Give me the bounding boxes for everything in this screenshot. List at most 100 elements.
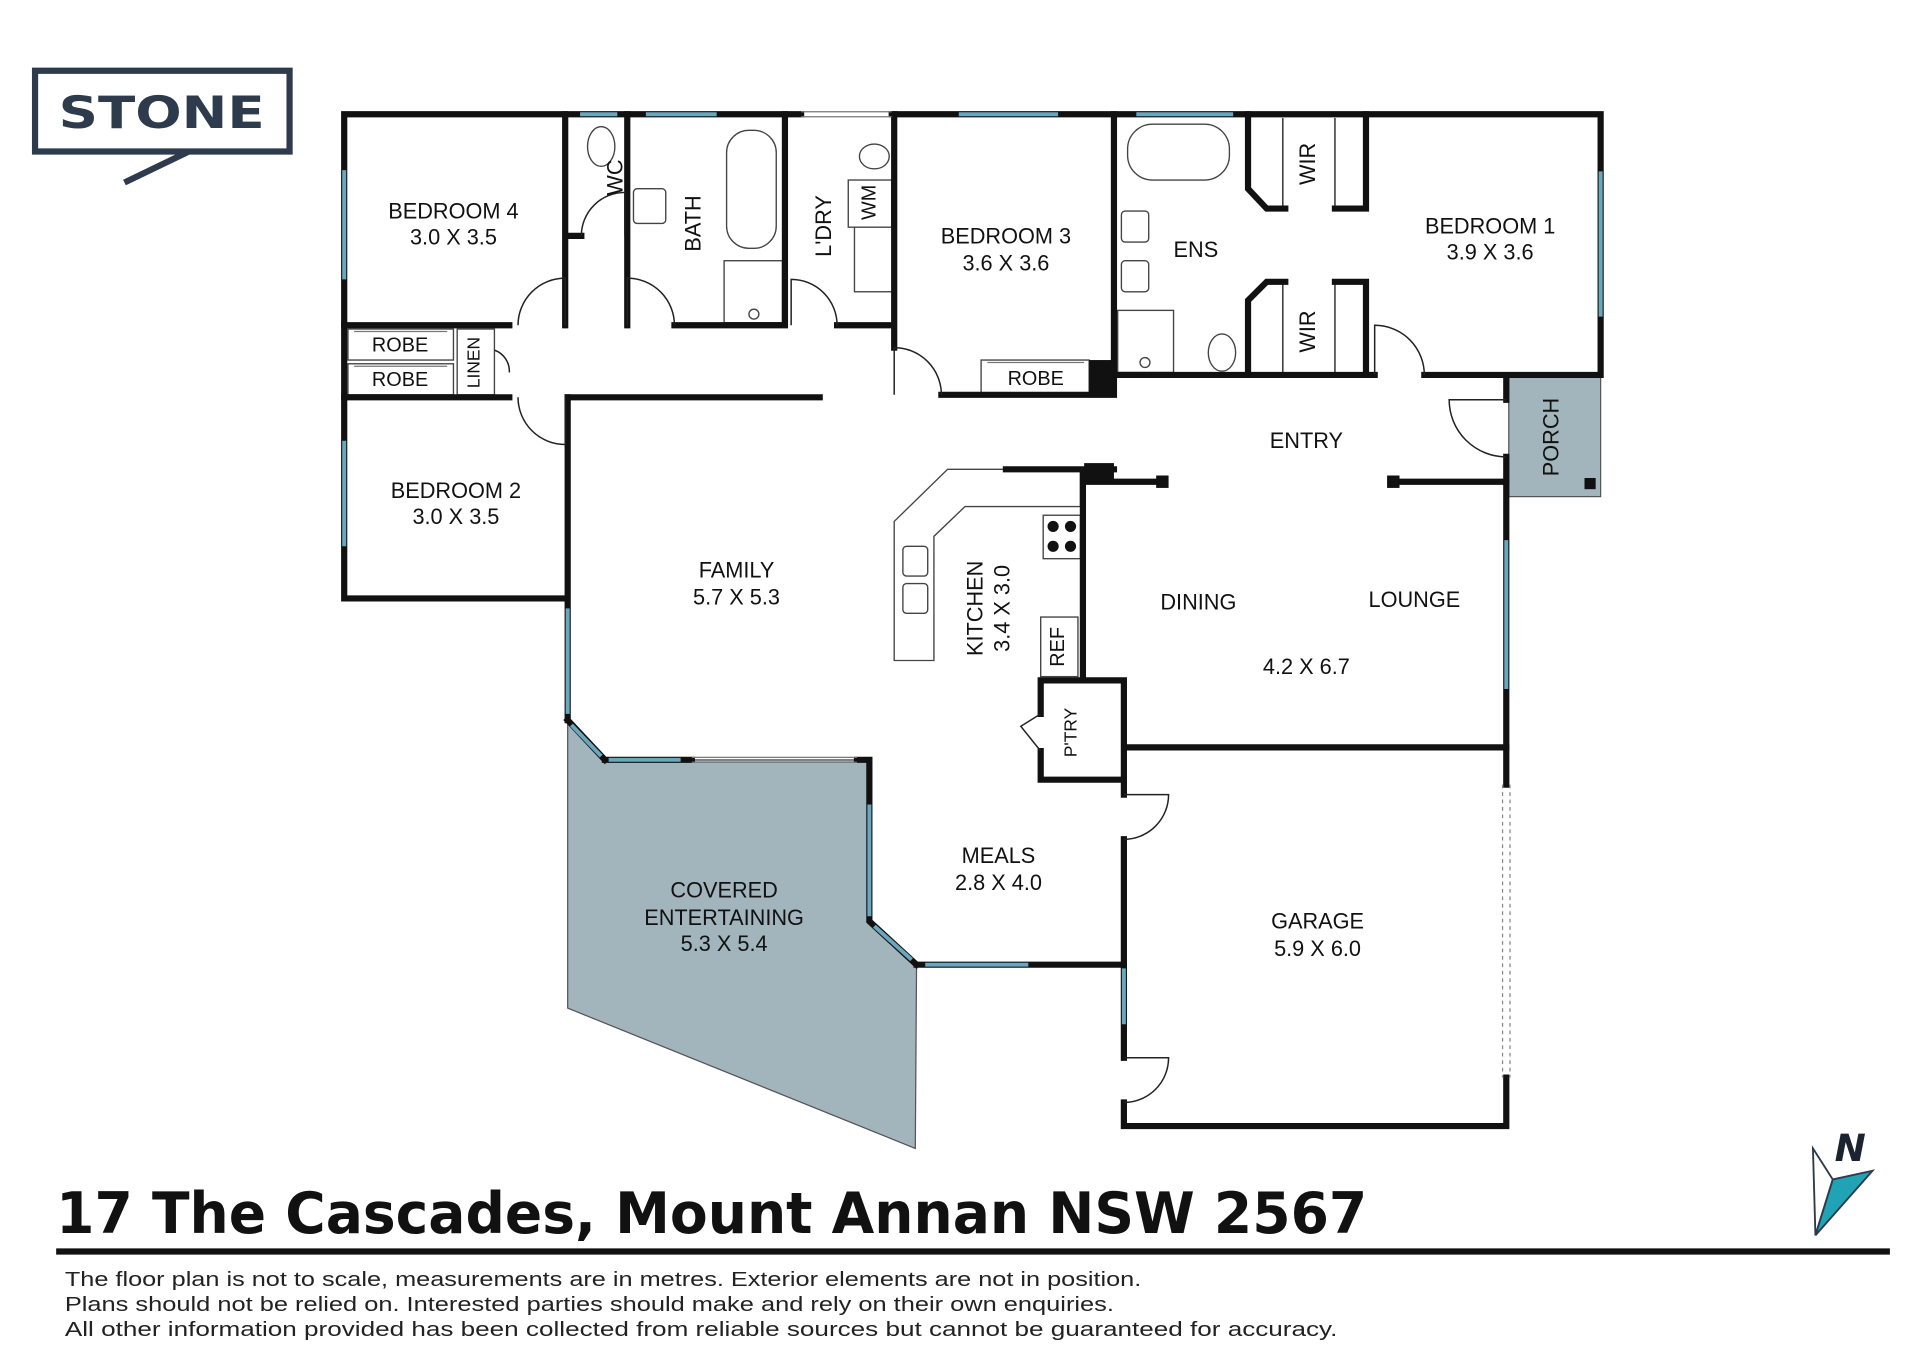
bath-shower-drain — [748, 308, 760, 320]
entry-post-left — [1156, 475, 1169, 488]
robe-label-bedroom-3: ROBE — [1008, 368, 1064, 390]
bedroom-4-size: 3.0 X 3.5 — [410, 225, 497, 250]
bedroom-3-door — [893, 346, 943, 395]
porch-post — [1584, 477, 1596, 490]
linen-label: LINEN — [463, 337, 483, 388]
robe-box-lower — [347, 363, 455, 396]
robe-end-block — [1089, 360, 1114, 395]
logo-text: STONE — [59, 87, 265, 139]
refrigerator-space — [1040, 616, 1079, 678]
kitchen-counter — [893, 468, 1082, 662]
bath-label: BATH — [681, 195, 706, 251]
lounge-label: LOUNGE — [1369, 587, 1461, 612]
door-swings — [494, 191, 1507, 1104]
fixtures — [347, 117, 1336, 678]
wc-toilet — [586, 125, 616, 168]
bedroom-3-label: BEDROOM 3 — [941, 223, 1071, 248]
robe-box-bedroom-3 — [980, 359, 1090, 396]
linen-box — [456, 328, 496, 396]
entry-post-right — [1387, 475, 1400, 488]
north-arrow-fill — [1814, 1169, 1876, 1236]
laundry-cupboard — [853, 226, 895, 293]
kitchen-size: 3.4 X 3.0 — [990, 565, 1015, 652]
meals-garage-door — [1123, 793, 1170, 841]
bedroom-3-size: 3.6 X 3.6 — [962, 251, 1049, 276]
bath-vanity — [632, 188, 667, 225]
robe-label-lower: ROBE — [372, 369, 428, 391]
garage-side-door — [1123, 1057, 1170, 1104]
cooktop-burner — [1047, 520, 1059, 532]
robe-box-upper — [347, 328, 455, 361]
bedroom-2-label: BEDROOM 2 — [391, 478, 521, 503]
windows — [342, 112, 1603, 1025]
cooktop-burner — [1064, 520, 1077, 532]
kitchen-label: KITCHEN — [962, 561, 987, 656]
laundry-sliding-door — [801, 111, 892, 118]
garage-size: 5.9 X 6.0 — [1274, 936, 1361, 961]
ensuite-label: ENS — [1174, 237, 1219, 262]
disclaimer-line-1: The floor plan is not to scale, measurem… — [65, 1269, 1141, 1291]
north-label: N — [1835, 1126, 1866, 1170]
kitchen-sink-1 — [902, 545, 929, 577]
wc-door — [580, 191, 626, 236]
north-arrow-icon: N — [1811, 1126, 1876, 1236]
dining-lounge-size: 4.2 X 6.7 — [1263, 654, 1350, 679]
laundry-door — [790, 278, 838, 326]
robe-label-upper: ROBE — [372, 334, 428, 356]
robe-sliding-doors — [354, 330, 1085, 367]
refrigerator-label: REF — [1047, 627, 1069, 667]
wir-upper-label: WIR — [1295, 143, 1320, 185]
ensuite-shower-drain — [1139, 356, 1151, 369]
ensuite-vanity-2 — [1120, 260, 1150, 293]
cooktop — [1042, 514, 1082, 560]
cooktop-burner — [1047, 540, 1059, 552]
porch-area — [1508, 376, 1602, 498]
bath-door — [626, 277, 676, 326]
entry-label: ENTRY — [1270, 428, 1344, 453]
room-labels: BEDROOM 4 3.0 X 3.5 BEDROOM 3 3.6 X 3.6 … — [372, 143, 1564, 961]
property-address: 17 The Cascades, Mount Annan NSW 2567 — [56, 1181, 1367, 1247]
pantry-label: P'TRY — [1060, 707, 1080, 757]
garage-door — [1501, 784, 1511, 1078]
meals-label: MEALS — [962, 843, 1036, 868]
ensuite-vanity-1 — [1120, 210, 1150, 243]
washing-machine-label: WM — [858, 185, 880, 220]
family-label: FAMILY — [699, 557, 775, 582]
bedroom-1-size: 3.9 X 3.6 — [1447, 239, 1534, 264]
dining-label: DINING — [1160, 590, 1236, 615]
laundry-tub — [858, 143, 890, 170]
bedroom-4-label: BEDROOM 4 — [388, 199, 518, 224]
bedroom-4-door — [517, 277, 566, 326]
washing-machine-box — [847, 179, 893, 228]
family-sliding-door — [691, 756, 857, 763]
disclaimer-line-2: Plans should not be relied on. Intereste… — [65, 1294, 1114, 1316]
meals-size: 2.8 X 4.0 — [955, 870, 1042, 895]
wir-lower-label: WIR — [1295, 310, 1320, 352]
pantry-door — [1019, 713, 1042, 752]
bedroom-2-size: 3.0 X 3.5 — [412, 504, 499, 529]
family-size: 5.7 X 5.3 — [693, 585, 780, 610]
wc-label: WC — [602, 159, 627, 195]
covered-entertaining-size: 5.3 X 5.4 — [681, 931, 768, 956]
bedroom-1-label: BEDROOM 1 — [1425, 213, 1555, 238]
interior-walls — [341, 111, 1510, 1061]
porch-label: PORCH — [1538, 398, 1563, 476]
laundry-label: L'DRY — [811, 195, 836, 257]
ensuite-toilet — [1207, 333, 1237, 372]
bedroom-2-door — [517, 397, 566, 446]
garage-label: GARAGE — [1271, 909, 1364, 934]
kitchen-wall-block — [1084, 463, 1114, 482]
cooktop-burner — [1064, 540, 1077, 552]
covered-entertaining-label-2: ENTERTAINING — [644, 905, 804, 930]
porch-door — [1448, 399, 1507, 458]
disclaimer-line-3: All other information provided has been … — [65, 1319, 1338, 1341]
ensuite-bathtub — [1126, 123, 1231, 181]
stone-logo: STONE — [31, 67, 293, 186]
kitchen-sink-2 — [902, 582, 929, 615]
covered-entertaining-label-1: COVERED — [670, 878, 777, 903]
bathtub — [725, 129, 777, 249]
bedroom-1-door — [1373, 324, 1426, 375]
logo-frame — [31, 67, 293, 186]
linen-door — [494, 349, 511, 373]
